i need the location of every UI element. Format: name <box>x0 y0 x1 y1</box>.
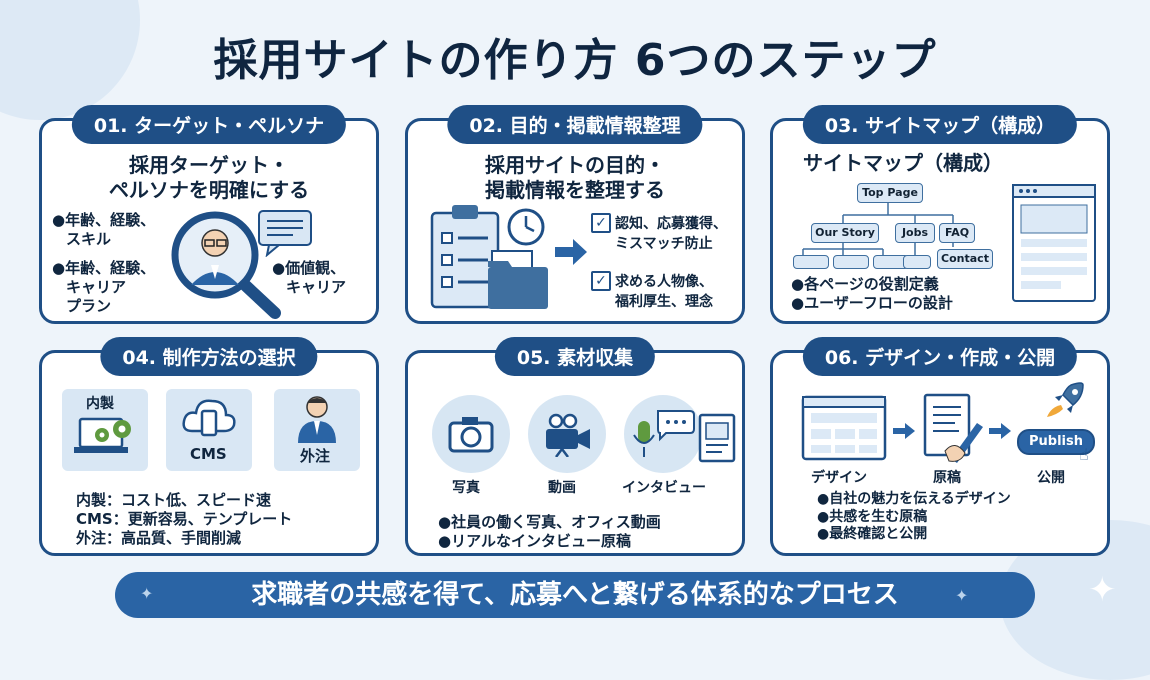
item-interview-label: インタビュー <box>622 480 706 496</box>
option-cms-box: CMS <box>166 389 252 471</box>
option-outsource-box: 外注 <box>274 389 360 471</box>
folder-icon <box>488 250 548 309</box>
step-06-bullet2: ●共感を生む原稿 <box>817 508 928 525</box>
step-card-01: 01. ターゲット・ペルソナ 採用ターゲット・ ペルソナを明確にする ●年齢、経… <box>39 105 379 324</box>
speech-bubble-icon <box>258 210 312 257</box>
step-01-bullet2-line1: ●年齢、経験、 <box>52 259 156 277</box>
hand-cursor-icon: ☝ <box>1079 445 1089 464</box>
step-05-bullet2: ●リアルなインタビュー原稿 <box>438 531 631 550</box>
check1-line1: 認知、応募獲得、 <box>615 216 727 232</box>
design-wireframe-icon <box>801 395 887 461</box>
check2-icon: ✓ <box>591 271 611 291</box>
photo-circle <box>432 395 510 473</box>
video-circle <box>528 395 606 473</box>
rocket-icon <box>1047 382 1084 417</box>
step-01-bullet1-line1: ●年齢、経験、 <box>52 211 156 229</box>
manuscript-pen-icon <box>923 393 983 463</box>
option-outsource-label: 外注 <box>300 447 331 465</box>
step-02-heading-line1: 採用サイトの目的・ <box>485 153 665 177</box>
arrow-right-icon <box>555 239 587 265</box>
check2-line1: 求める人物像、 <box>615 274 713 290</box>
step-card-03: 03. サイトマップ（構成） サイトマップ（構成） Top Page Our S… <box>770 105 1110 324</box>
step-03-bullet2: ●ユーザーフローの設計 <box>791 293 953 312</box>
node-blank-1 <box>793 255 829 269</box>
stage-design-label: デザイン <box>811 470 867 486</box>
stage-publish-label: 公開 <box>1037 470 1065 486</box>
step-01-bullet1-line2: スキル <box>66 229 112 248</box>
step-02-heading-line2: 掲載情報を整理する <box>485 178 665 202</box>
video-camera-icon <box>546 413 590 457</box>
interview-circle <box>624 395 702 473</box>
step-05-pill: 05. 素材収集 <box>494 337 656 376</box>
node-blank-4 <box>903 255 931 269</box>
cloud-tablet-icon <box>182 399 236 437</box>
check1-icon: ✓ <box>591 213 611 233</box>
step-03-heading: サイトマップ（構成） <box>803 151 1003 175</box>
publish-button[interactable]: Publish <box>1017 429 1095 455</box>
step-03-pill: 03. サイトマップ（構成） <box>802 105 1078 144</box>
step-01-bullet3-line1: ●価値観、 <box>272 259 346 277</box>
microphone-icon <box>633 410 695 457</box>
step-01-pill: 01. ターゲット・ペルソナ <box>71 105 347 144</box>
browser-wireframe-icon <box>1012 184 1096 302</box>
option-inhouse-box: 内製 <box>62 389 148 471</box>
step-card-04: 04. 制作方法の選択 内製 CMS 外注 内製：コスト低、スピード速 CMS：… <box>39 337 379 556</box>
businessman-icon <box>298 396 336 443</box>
check1-line2: ミスマッチ防止 <box>615 236 713 252</box>
sitemap-lines <box>802 203 954 255</box>
clock-icon <box>507 208 545 246</box>
page-title: 採用サイトの作り方 6つのステップ <box>213 35 937 86</box>
laptop-gear-icon <box>74 417 131 453</box>
arrow-right-icon-1 <box>893 423 915 439</box>
step-card-06: 06. デザイン・作成・公開 デザイン 原稿 Publish ☝ 公開 ●自社の… <box>770 337 1110 556</box>
step-01-bullet3-line2: キャリア <box>286 277 347 296</box>
step-06-bullet1: ●自社の魅力を伝えるデザイン <box>817 491 1011 507</box>
step-01-bullet2-line3: プラン <box>66 296 112 315</box>
camera-icon <box>448 417 494 453</box>
stage-manuscript-label: 原稿 <box>933 470 961 486</box>
step-04-pill: 04. 制作方法の選択 <box>100 337 318 376</box>
step-card-05: 05. 素材収集 写真 動画 インタビュー <box>405 337 745 556</box>
step-01-heading-line2: ペルソナを明確にする <box>108 178 310 202</box>
step-06-bullet3: ●最終確認と公開 <box>817 526 928 542</box>
magnifier-person-icon <box>171 211 281 319</box>
step-06-pill: 06. デザイン・作成・公開 <box>802 337 1078 376</box>
step-01-bullet2-line2: キャリア <box>66 277 127 296</box>
node-blank-2 <box>833 255 869 269</box>
node-faq: FAQ <box>939 223 975 243</box>
step-03-bullet1: ●各ページの役割定義 <box>791 275 939 293</box>
step-04-line2: CMS：更新容易、テンプレート <box>76 509 293 528</box>
node-jobs: Jobs <box>895 223 935 243</box>
step-05-bullet1: ●社員の働く写真、オフィス動画 <box>438 513 661 531</box>
sparkle-icon-corner: ✦ <box>1088 570 1117 610</box>
step-04-line3: 外注：高品質、手間削減 <box>76 528 242 547</box>
node-our-story: Our Story <box>811 223 879 243</box>
item-photo-label: 写真 <box>452 480 480 496</box>
step-02-pill: 02. 目的・掲載情報整理 <box>447 105 703 144</box>
step-04-line1: 内製：コスト低、スピード速 <box>76 491 272 509</box>
option-inhouse-label: 内製 <box>86 396 114 412</box>
check2-line2: 福利厚生、理念 <box>615 294 713 310</box>
node-contact: Contact <box>937 249 993 269</box>
node-top-page: Top Page <box>857 183 923 203</box>
item-video-label: 動画 <box>548 480 576 496</box>
option-cms-label: CMS <box>190 445 227 463</box>
arrow-right-icon-2 <box>989 423 1011 439</box>
step-01-heading-line1: 採用ターゲット・ <box>129 153 289 177</box>
sparkle-icon-right: ✦ <box>955 586 969 605</box>
clipboard-checklist-icon <box>430 205 500 309</box>
step-card-02: 02. 目的・掲載情報整理 採用サイトの目的・ 掲載情報を整理する ✓ 認知、応… <box>405 105 745 324</box>
footer-banner: 求職者の共感を得て、応募へと繋げる体系的なプロセス <box>115 572 1035 618</box>
document-photo-icon <box>698 413 736 463</box>
sparkle-icon-left: ✦ <box>140 584 154 603</box>
